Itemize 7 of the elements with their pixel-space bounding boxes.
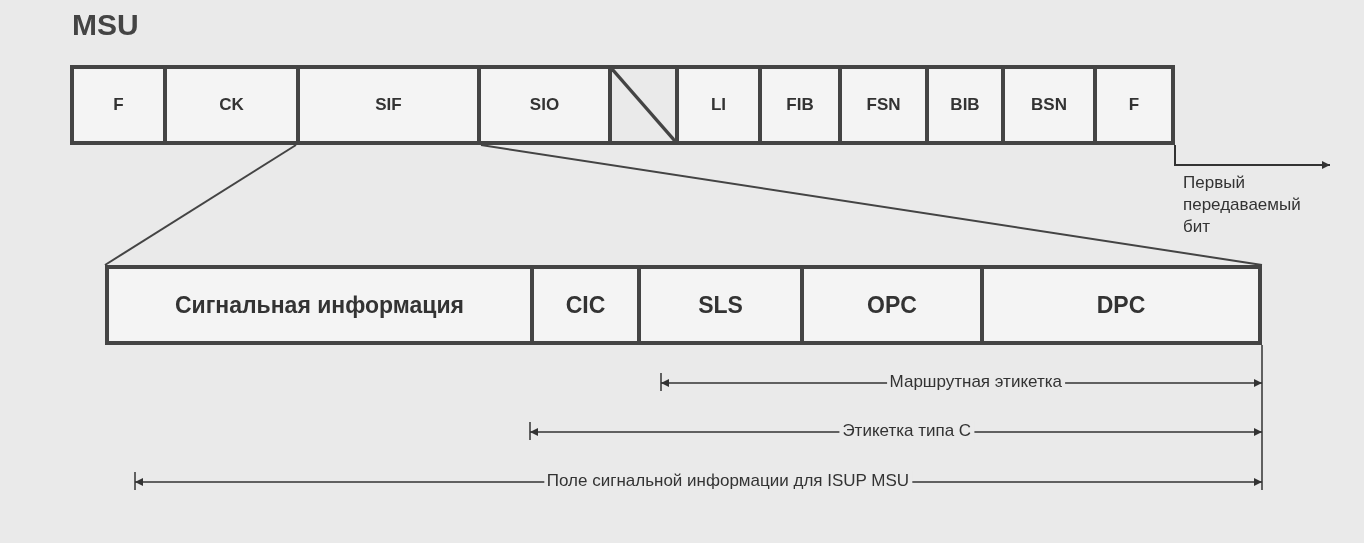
- arrow: [1174, 144, 1331, 169]
- dimension-label: Маршрутная этикетка: [886, 372, 1065, 392]
- expansion-line: [480, 144, 1263, 266]
- expansion-line: [104, 144, 297, 266]
- note-text: Первый передаваемый бит: [1183, 172, 1302, 238]
- dimension-label: Поле сигнальной информации для ISUP MSU: [543, 471, 913, 491]
- frame-title: MSU: [72, 8, 139, 42]
